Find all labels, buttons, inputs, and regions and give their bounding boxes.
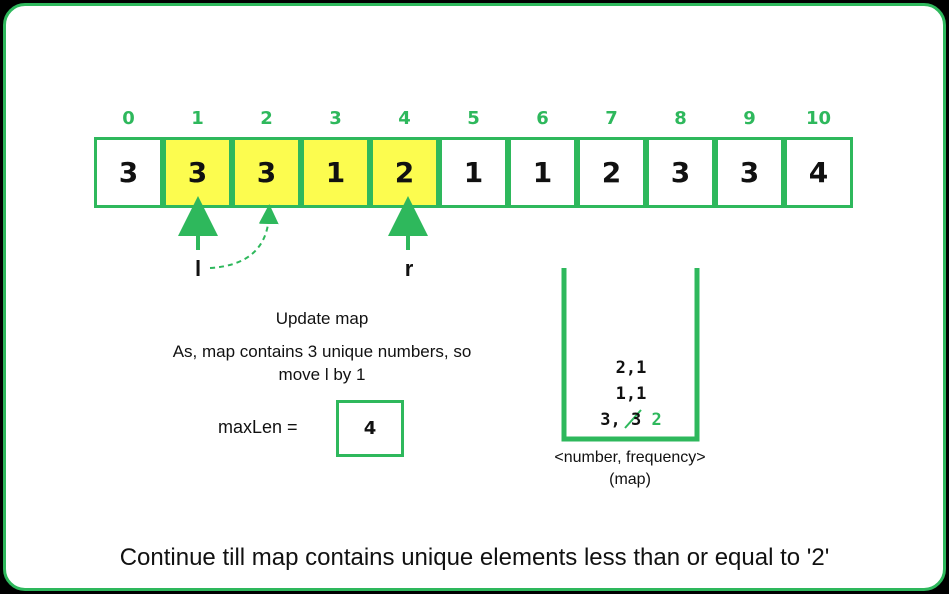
update-map-title: Update map	[275, 309, 369, 328]
map-entry-old-value: 3	[630, 410, 642, 430]
left-pointer-label: l	[194, 256, 202, 281]
max-len-value: 4	[336, 400, 404, 457]
array-cell-highlighted: 1	[301, 137, 370, 208]
index-label: 1	[191, 108, 204, 129]
map-entry-new-value: 2	[651, 410, 662, 430]
right-pointer-label: r	[404, 256, 414, 281]
map-entry-updated: 3, 3 2	[566, 410, 696, 430]
array-cell: 4	[784, 137, 853, 208]
map-entry: 2,1	[615, 358, 647, 378]
max-len-label: maxLen =	[218, 417, 298, 437]
index-label: 10	[805, 108, 832, 129]
map-entry: 1,1	[615, 384, 647, 404]
map-caption: <number, frequency>	[554, 449, 706, 466]
footer-text: Continue till map contains unique elemen…	[119, 544, 830, 571]
index-label: 0	[122, 108, 135, 129]
index-label: 2	[260, 108, 273, 129]
array-cell: 3	[715, 137, 784, 208]
map-caption-sub: (map)	[609, 471, 651, 488]
array-cell: 3	[646, 137, 715, 208]
strike-mark	[624, 409, 642, 429]
array-cell: 1	[439, 137, 508, 208]
array-cell: 1	[508, 137, 577, 208]
index-label: 9	[743, 108, 756, 129]
map-entry-key: 3,	[600, 410, 621, 430]
map-container	[561, 268, 700, 442]
note-line-1: As, map contains 3 unique numbers, so	[172, 342, 472, 361]
array-cell: 2	[577, 137, 646, 208]
array-cell-highlighted: 3	[232, 137, 301, 208]
index-label: 3	[329, 108, 342, 129]
index-label: 5	[467, 108, 480, 129]
index-label: 4	[398, 108, 411, 129]
index-label: 8	[674, 108, 687, 129]
move-left-pointer-arrow	[209, 204, 279, 269]
index-label: 6	[536, 108, 549, 129]
diagram-panel	[3, 3, 946, 591]
note-line-2: move l by 1	[278, 365, 366, 384]
index-label: 7	[605, 108, 618, 129]
array-cell: 3	[94, 137, 163, 208]
